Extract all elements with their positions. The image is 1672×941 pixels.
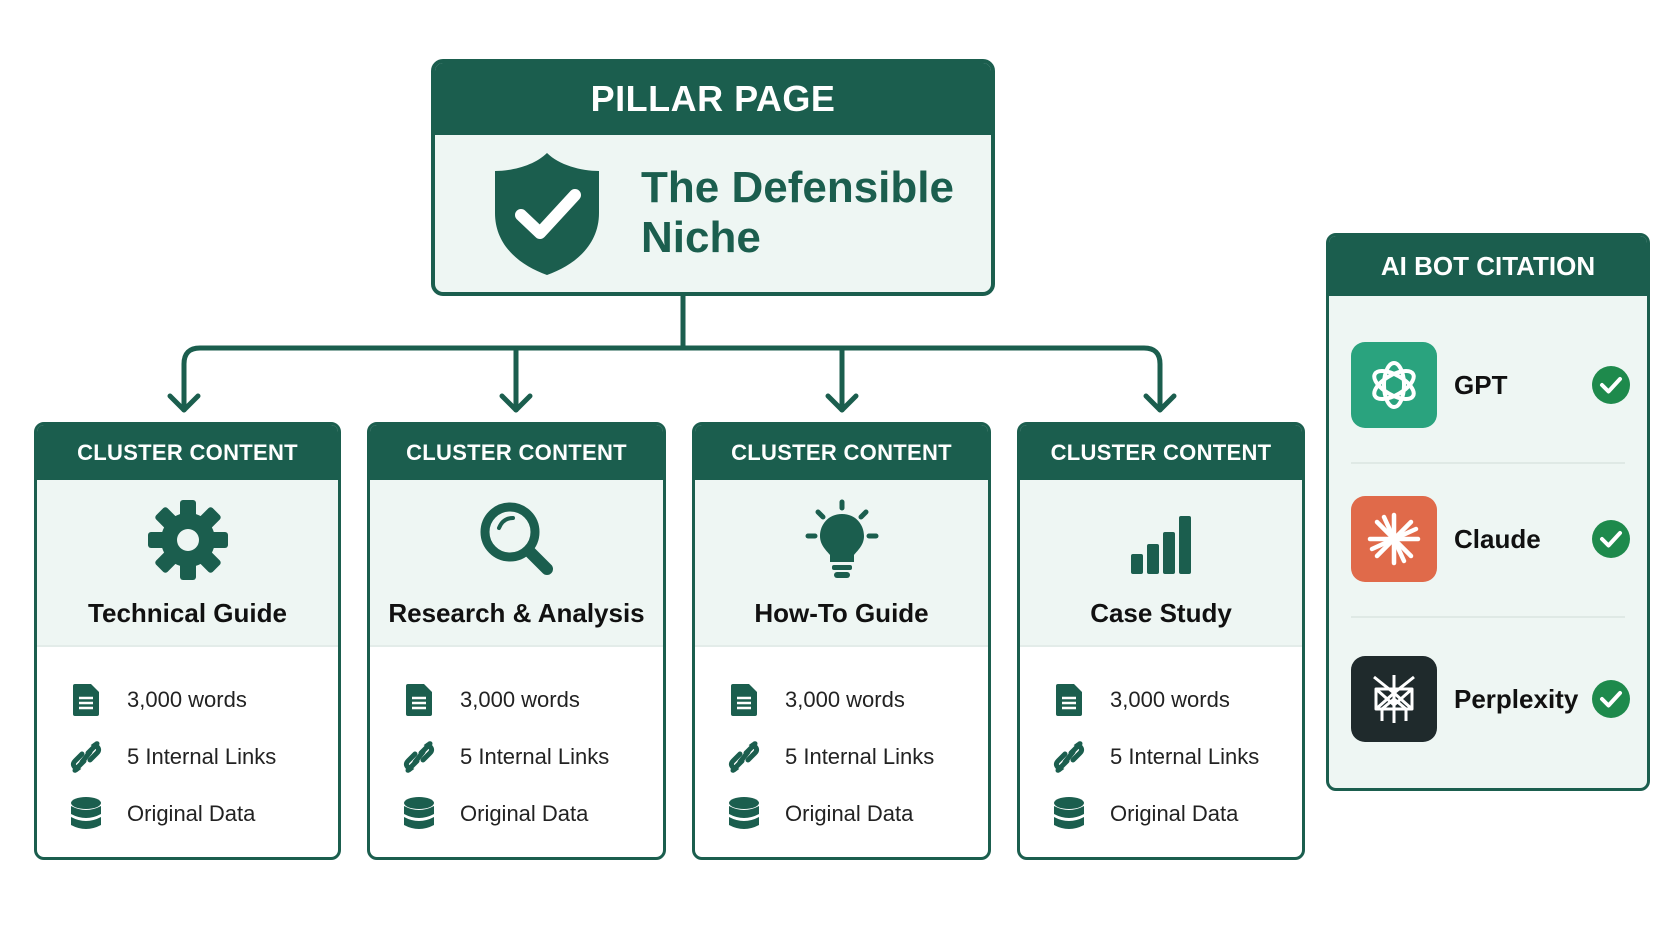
cluster-header: CLUSTER CONTENT	[695, 425, 988, 480]
cluster-meta-list: 3,000 words 5 Internal Links	[37, 647, 338, 842]
meta-row-links: 5 Internal Links	[1052, 728, 1302, 785]
database-icon	[729, 796, 759, 829]
meta-row-words: 3,000 words	[402, 671, 663, 728]
link-icon	[1053, 740, 1085, 773]
cluster-header: CLUSTER CONTENT	[37, 425, 338, 480]
shield-check-icon	[495, 153, 599, 275]
ai-panel-header: AI BOT CITATION	[1329, 236, 1647, 296]
meta-row-data: Original Data	[69, 785, 338, 842]
cluster-card-technical-guide: CLUSTER CONTENT Technical Guide	[34, 422, 341, 860]
meta-row-words: 3,000 words	[1052, 671, 1302, 728]
database-icon	[71, 796, 101, 829]
magnifier-icon	[480, 502, 553, 575]
meta-label: 5 Internal Links	[460, 743, 610, 769]
bar-chart-icon	[1131, 516, 1191, 574]
pillar-title: The Defensible Niche	[641, 163, 981, 263]
meta-row-links: 5 Internal Links	[402, 728, 663, 785]
document-icon	[73, 683, 99, 716]
ai-bot-citation-panel: AI BOT CITATION GPT	[1326, 233, 1650, 791]
openai-icon	[1351, 342, 1437, 428]
meta-label: Original Data	[1110, 800, 1239, 826]
cluster-meta-list: 3,000 words 5 Internal Links	[1020, 647, 1302, 842]
document-icon	[406, 683, 432, 716]
meta-row-links: 5 Internal Links	[69, 728, 338, 785]
document-icon	[731, 683, 757, 716]
cluster-top: Technical Guide	[37, 480, 338, 647]
meta-label: Original Data	[127, 800, 256, 826]
meta-label: Original Data	[785, 800, 914, 826]
bot-name: Claude	[1454, 523, 1541, 554]
cluster-header: CLUSTER CONTENT	[370, 425, 663, 480]
pillar-body: The Defensible Niche	[435, 135, 991, 292]
gear-icon	[147, 500, 228, 580]
bot-row-gpt: GPT	[1329, 340, 1647, 430]
claude-icon	[1351, 496, 1437, 582]
bot-name: Perplexity	[1454, 683, 1579, 714]
cluster-card-how-to-guide: CLUSTER CONTENT How-To Guide	[692, 422, 991, 860]
pillar-header: PILLAR PAGE	[435, 63, 991, 135]
bot-divider	[1351, 462, 1625, 464]
bot-row-claude: Claude	[1329, 494, 1647, 584]
meta-label: 5 Internal Links	[1110, 743, 1260, 769]
link-icon	[728, 740, 760, 773]
meta-row-data: Original Data	[727, 785, 988, 842]
cluster-title: Technical Guide	[88, 598, 287, 628]
perplexity-icon	[1351, 656, 1437, 742]
bot-name: GPT	[1454, 369, 1508, 400]
cluster-top: How-To Guide	[695, 480, 988, 647]
cluster-title: Research & Analysis	[388, 598, 645, 628]
meta-label: 5 Internal Links	[127, 743, 277, 769]
meta-label: 3,000 words	[460, 686, 580, 712]
pillar-card: PILLAR PAGE The Defensible Niche	[431, 59, 995, 296]
meta-label: 5 Internal Links	[785, 743, 935, 769]
document-icon	[1056, 683, 1082, 716]
pillar-title-line2: Niche	[641, 213, 761, 262]
meta-row-words: 3,000 words	[727, 671, 988, 728]
link-icon	[403, 740, 435, 773]
database-icon	[404, 796, 434, 829]
link-icon	[70, 740, 102, 773]
cluster-meta-list: 3,000 words 5 Internal Links	[695, 647, 988, 842]
meta-row-data: Original Data	[1052, 785, 1302, 842]
cluster-card-case-study: CLUSTER CONTENT Case Study 3,000 words	[1017, 422, 1305, 860]
cluster-top: Research & Analysis	[370, 480, 663, 647]
cluster-top: Case Study	[1020, 480, 1302, 647]
meta-row-data: Original Data	[402, 785, 663, 842]
cluster-meta-list: 3,000 words 5 Internal Links	[370, 647, 663, 842]
cluster-title: How-To Guide	[754, 598, 929, 628]
meta-label: Original Data	[460, 800, 589, 826]
meta-row-links: 5 Internal Links	[727, 728, 988, 785]
bot-row-perplexity: Perplexity	[1329, 654, 1647, 744]
cluster-card-research-analysis: CLUSTER CONTENT Research & Analysis 3,00…	[367, 422, 666, 860]
check-circle-icon	[1592, 520, 1630, 558]
lightbulb-icon	[805, 499, 878, 578]
bot-divider	[1351, 616, 1625, 618]
check-circle-icon	[1592, 366, 1630, 404]
pillar-title-line1: The Defensible	[641, 163, 954, 212]
meta-label: 3,000 words	[127, 686, 247, 712]
cluster-title: Case Study	[1090, 598, 1232, 628]
meta-label: 3,000 words	[785, 686, 905, 712]
check-circle-icon	[1592, 680, 1630, 718]
cluster-header: CLUSTER CONTENT	[1020, 425, 1302, 480]
meta-label: 3,000 words	[1110, 686, 1230, 712]
database-icon	[1054, 796, 1084, 829]
meta-row-words: 3,000 words	[69, 671, 338, 728]
